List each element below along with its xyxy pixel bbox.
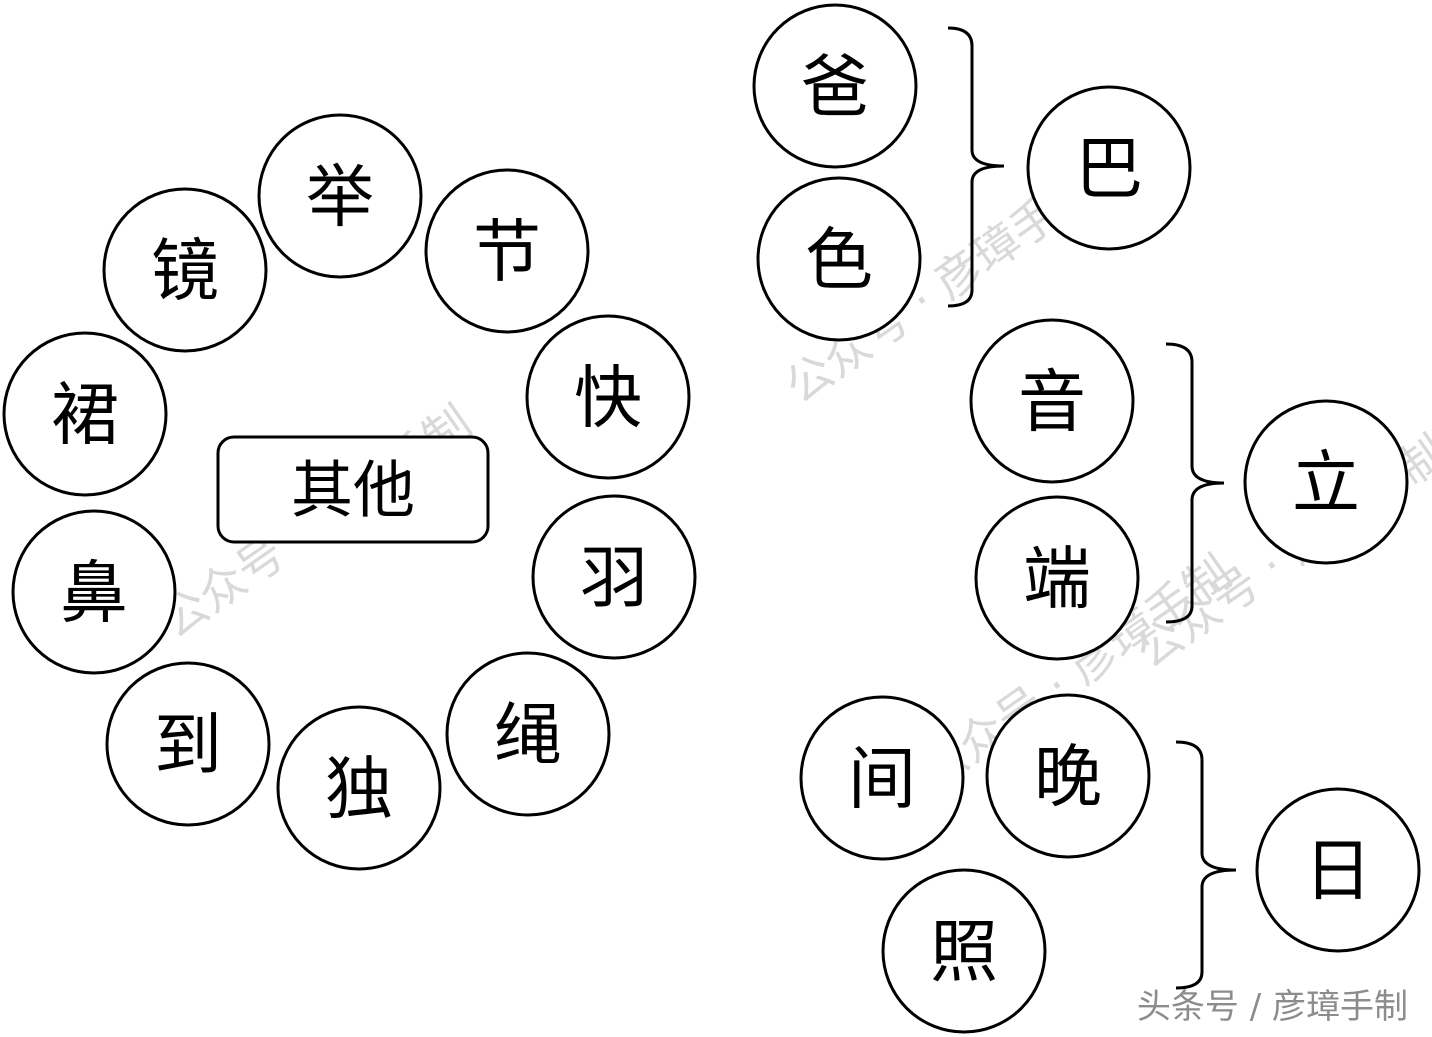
root-node: 立	[1243, 399, 1409, 565]
member-node: 照	[881, 868, 1047, 1034]
member-character: 端	[1023, 541, 1091, 620]
group-li: 音 端 立	[969, 318, 1409, 661]
ring-character: 羽	[580, 540, 648, 619]
center-label: 其他	[291, 454, 415, 527]
member-character: 照	[930, 914, 998, 993]
member-character: 色	[805, 222, 873, 301]
member-node: 间	[799, 695, 965, 861]
group-ba: 爸 色 巴	[752, 3, 1192, 342]
ring-node: 鼻	[11, 509, 177, 675]
ring-character: 节	[473, 214, 541, 293]
root-node: 日	[1255, 787, 1421, 953]
member-character: 间	[848, 741, 916, 820]
ring-node: 节	[424, 168, 590, 334]
ring-node: 独	[276, 705, 442, 871]
ring-node: 到	[105, 661, 271, 827]
ring-character: 快	[574, 360, 642, 439]
ring-node: 裙	[2, 331, 168, 497]
ring-character: 独	[325, 751, 393, 830]
ring-node: 羽	[531, 494, 697, 660]
ring-nodes: 举 节 快 羽 绳 独 到 鼻	[2, 113, 697, 871]
ring-character: 镜	[151, 233, 219, 312]
brace	[947, 26, 1005, 308]
root-character: 立	[1292, 445, 1360, 524]
brace	[1175, 740, 1237, 990]
ring-character: 鼻	[60, 555, 128, 634]
group-ri: 间 晚 照 日	[799, 693, 1421, 1034]
member-character: 晚	[1034, 739, 1102, 818]
center-label-box	[216, 435, 490, 544]
member-character: 音	[1018, 364, 1086, 443]
member-node: 晚	[985, 693, 1151, 859]
ring-character: 到	[154, 707, 222, 786]
root-character: 日	[1304, 833, 1372, 912]
ring-character: 举	[306, 159, 374, 238]
ring-character: 裙	[51, 377, 119, 456]
member-character: 爸	[801, 49, 869, 128]
credit-text: 头条号 / 彦璋手制	[1137, 987, 1408, 1027]
ring-node: 举	[257, 113, 423, 279]
member-node: 色	[756, 176, 922, 342]
member-node: 爸	[752, 3, 918, 169]
member-node: 音	[969, 318, 1135, 484]
ring-node: 镜	[102, 187, 268, 353]
root-node: 巴	[1026, 85, 1192, 251]
member-node: 端	[974, 495, 1140, 661]
ring-character: 绳	[494, 697, 562, 776]
brace	[1165, 342, 1225, 624]
ring-node: 快	[525, 314, 691, 480]
root-character: 巴	[1075, 131, 1143, 210]
ring-node: 绳	[445, 651, 611, 817]
